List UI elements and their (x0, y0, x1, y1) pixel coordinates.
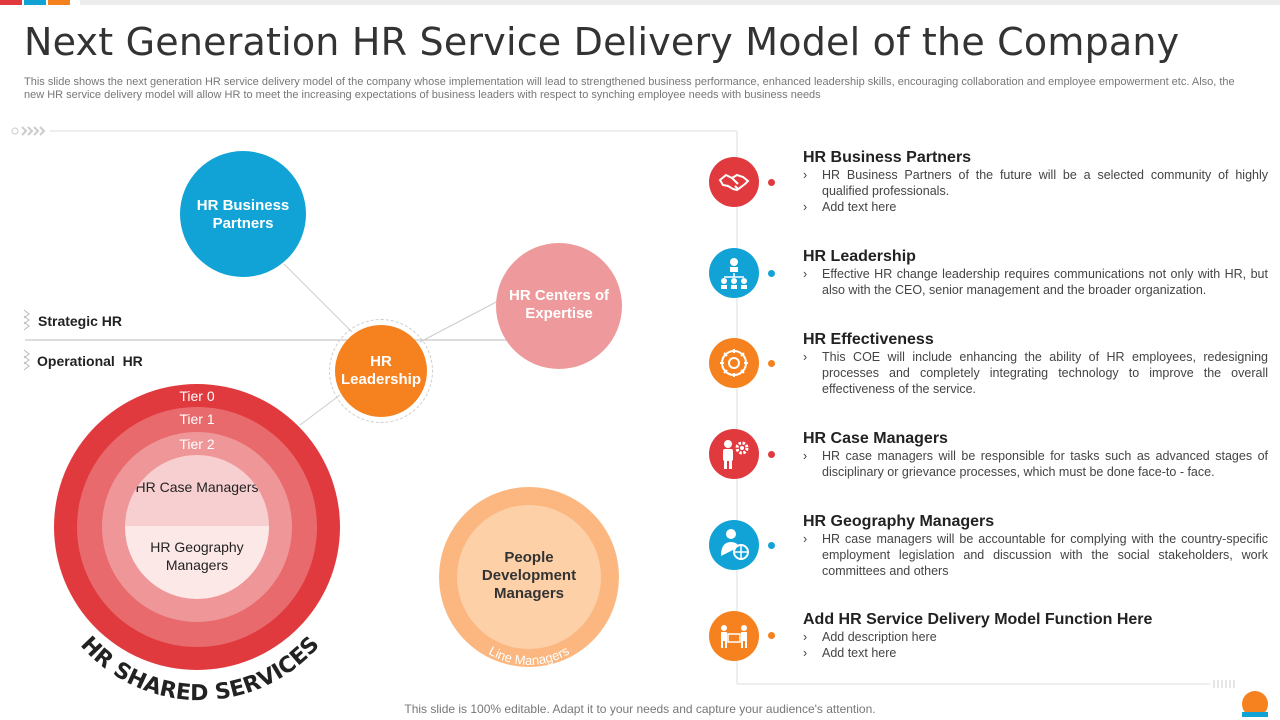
people-board-icon (709, 611, 759, 661)
item-connector-dot (768, 179, 775, 186)
item-bullet: HR case managers will be accountable for… (803, 531, 1268, 579)
tier-1-label: Tier 1 (179, 411, 215, 427)
people-development-label: People Development Managers (481, 549, 577, 602)
case-managers-label: HR Case Managers (135, 479, 259, 495)
hr-leadership-ring (329, 319, 433, 423)
hr-leadership-label: HR Leadership (340, 353, 422, 388)
svg-text:Line Managers: Line Managers (486, 643, 571, 667)
hr-centers-of-expertise-circle: HR Centers of Expertise (496, 243, 622, 369)
item-bullet: Add text here (803, 199, 1268, 215)
item-title: Add HR Service Delivery Model Function H… (803, 611, 1153, 628)
line-managers-arc: Line Managers (486, 643, 571, 667)
people-development-inner-circle: People Development Managers (457, 505, 601, 649)
hr-leadership-circle: HR Leadership (335, 325, 427, 417)
item-title: HR Effectiveness (803, 331, 934, 348)
item-title: HR Geography Managers (803, 513, 995, 530)
item-bullet: Effective HR change leadership requires … (803, 266, 1268, 298)
item-bullet: This COE will include enhancing the abil… (803, 349, 1268, 397)
tier-core: HR Case Managers HR Geography Managers (125, 455, 269, 599)
operational-hr-label: Operational HR (37, 353, 143, 369)
item-title: HR Business Partners (803, 149, 972, 166)
item-bullet: HR case managers will be responsible for… (803, 448, 1268, 480)
geography-managers-label: HR Geography Managers (150, 539, 244, 573)
item-title: HR Leadership (803, 248, 916, 265)
geography-managers-segment (125, 526, 269, 599)
footer-note: This slide is 100% editable. Adapt it to… (404, 702, 876, 716)
tier-2-label: Tier 2 (179, 436, 215, 452)
line-managers-text: Line Managers (486, 643, 571, 667)
team-hierarchy-icon (709, 248, 759, 298)
item-bullet: Add text here (803, 645, 1268, 661)
item-connector-dot (768, 451, 775, 458)
case-managers-segment (125, 455, 269, 526)
person-gear-icon (709, 429, 759, 479)
page-subtitle: This slide shows the next generation HR … (24, 76, 1235, 101)
tier-0-label: Tier 0 (179, 388, 215, 404)
svg-text:HR SHARED SERVICES: HR SHARED SERVICES (75, 632, 324, 706)
strategic-hr-label: Strategic HR (38, 313, 123, 329)
hr-centers-of-expertise-label: HR Centers of Expertise (509, 287, 610, 322)
person-globe-icon (709, 520, 759, 570)
item-bullet: Add description here (803, 629, 1268, 645)
process-cycle-icon (709, 338, 759, 388)
corner-decoration (1242, 691, 1268, 717)
top-accent-bar (0, 0, 1280, 6)
item-connector-dot (768, 270, 775, 277)
item-connector-dot (768, 632, 775, 639)
handshake-icon (709, 157, 759, 207)
item-connector-dot (768, 360, 775, 367)
shared-services-arc: HR SHARED SERVICES (75, 632, 324, 706)
people-development-outer-circle: People Development Managers (439, 487, 619, 667)
shared-services-text: HR SHARED SERVICES (75, 632, 324, 706)
item-connector-dot (768, 542, 775, 549)
item-bullet: HR Business Partners of the future will … (803, 167, 1268, 199)
item-title: HR Case Managers (803, 430, 948, 447)
hr-business-partners-circle: HR Business Partners (180, 151, 306, 277)
hr-business-partners-label: HR Business Partners (196, 197, 290, 232)
page-title: Next Generation HR Service Delivery Mode… (24, 20, 1180, 64)
